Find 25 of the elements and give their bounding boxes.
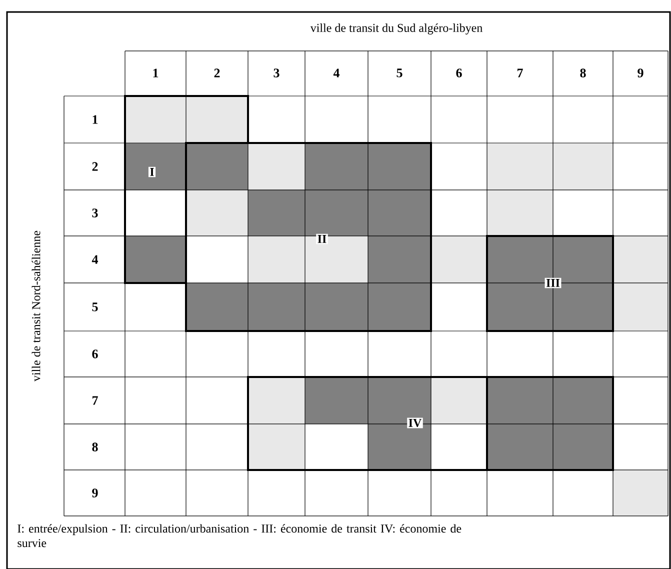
axis-title: ville de transit Nord-sahélienne — [32, 230, 40, 382]
region-outline: II — [185, 142, 432, 332]
column-number: 7 — [518, 68, 523, 78]
column-number: 8 — [580, 68, 586, 78]
region-outline: I — [124, 95, 249, 284]
column-number: 2 — [214, 68, 220, 78]
column-number: 1 — [153, 68, 158, 78]
column-number: 5 — [396, 68, 402, 78]
column-number: 6 — [456, 68, 462, 78]
row-number: 1 — [92, 115, 98, 124]
row-number: 9 — [92, 488, 98, 498]
row-number: 6 — [92, 350, 98, 358]
column-number: 9 — [638, 68, 644, 78]
row-number: 3 — [92, 208, 98, 218]
row-number: 4 — [92, 255, 98, 264]
column-number: 4 — [333, 68, 340, 78]
axis-title: ville de transit du Sud algéro-libyen — [310, 24, 482, 34]
region-outline: IV — [247, 376, 614, 471]
row-number: 2 — [92, 162, 98, 171]
region-outline: III — [486, 234, 614, 332]
row-number: 8 — [92, 442, 98, 452]
row-number: 5 — [92, 302, 98, 312]
column-number: 3 — [274, 68, 280, 78]
caption: I: entrée/expulsion - II: circulation/urbanisation - III: économie de transit IV: économie de survie — [18, 524, 462, 548]
row-number: 7 — [92, 396, 98, 405]
